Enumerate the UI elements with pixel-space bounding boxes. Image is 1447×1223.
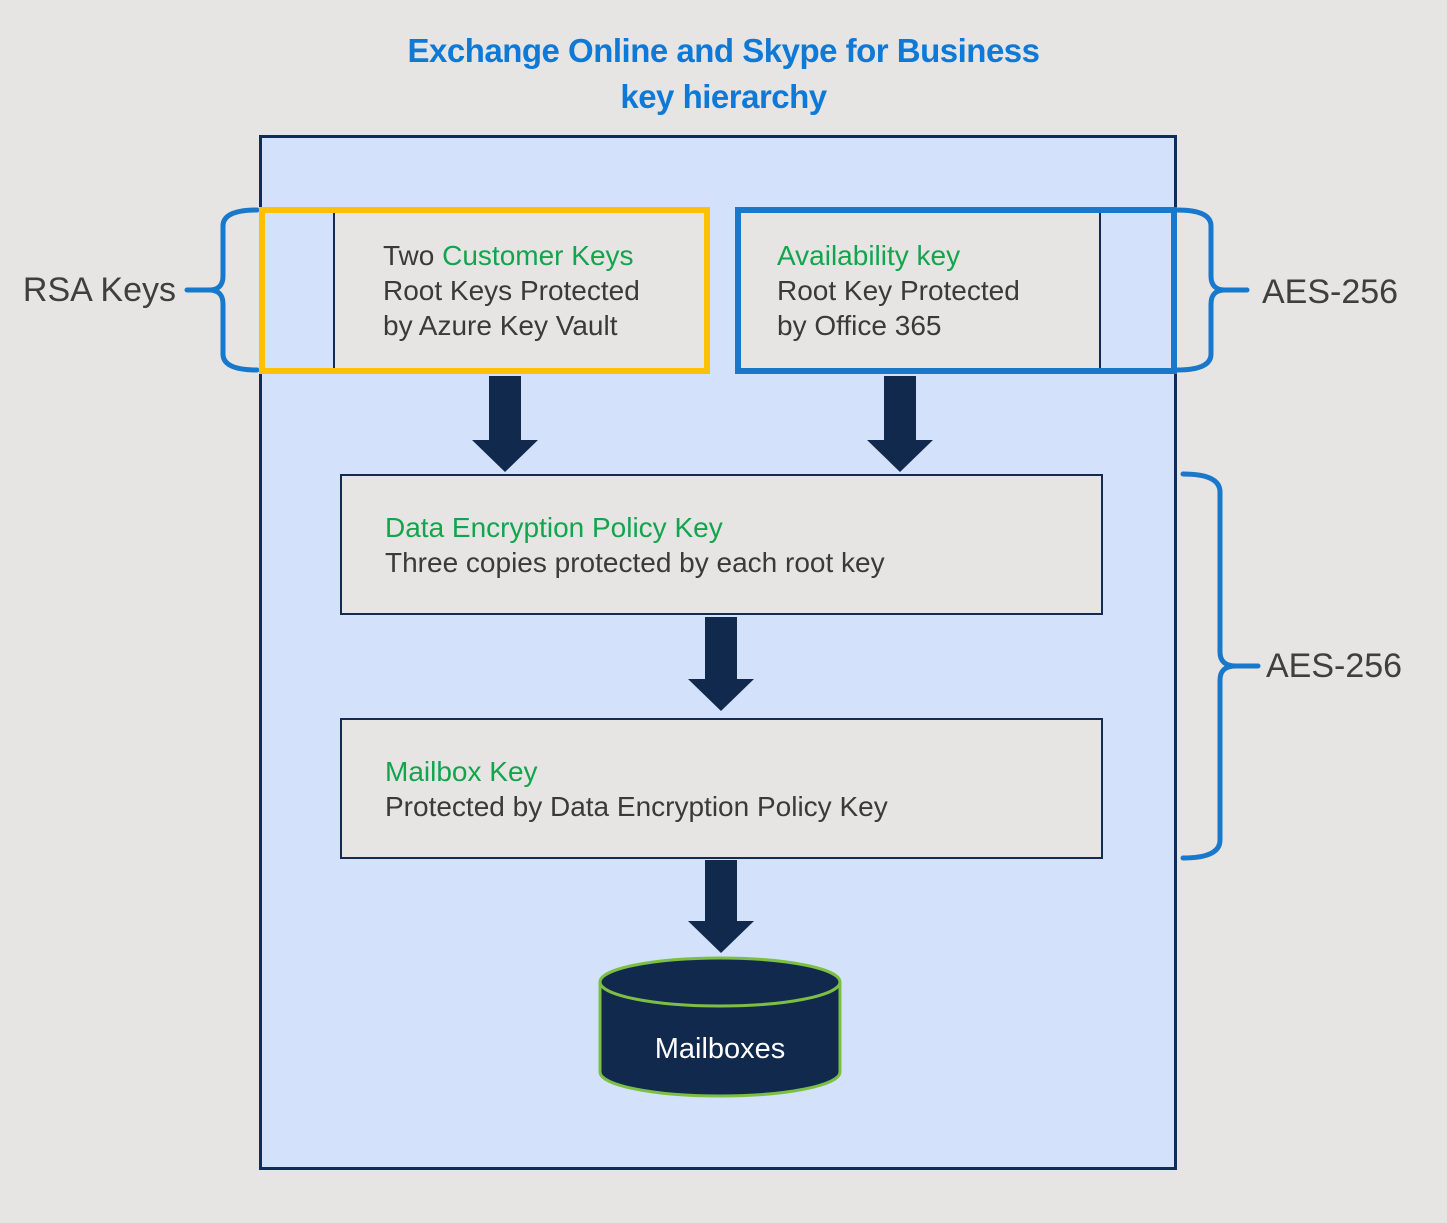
aes-top-brace: [1175, 207, 1250, 373]
availability-key-title: Availability key: [777, 240, 961, 271]
mailbox-key-title: Mailbox Key: [385, 755, 538, 787]
customer-keys-highlight-frame: [259, 207, 710, 374]
rsa-keys-brace: [184, 207, 259, 373]
dep-key-line2: Three copies protected by each root key: [385, 546, 885, 578]
customer-keys-arrow: [472, 376, 538, 472]
mailboxes-label: Mailboxes: [654, 1033, 786, 1065]
availability-key-line3: by Office 365: [777, 310, 942, 341]
aes-256-top-label: AES-256: [1262, 273, 1399, 311]
dep-key-title: Data Encryption Policy Key: [385, 511, 723, 543]
rsa-keys-label: RSA Keys: [22, 271, 176, 309]
customer-keys-title: Customer Keys: [442, 240, 634, 271]
aes-bottom-brace: [1180, 471, 1261, 861]
aes-256-bottom-label: AES-256: [1266, 647, 1403, 685]
availability-key-line2: Root Key Protected: [777, 275, 1020, 306]
customer-keys-box: Two Customer Keys Root Keys Protected by…: [333, 209, 710, 372]
page-title: Exchange Online and Skype for Business k…: [0, 28, 1447, 120]
mailboxes-database-icon: [598, 956, 842, 1098]
data-encryption-policy-key-box: Data Encryption Policy Key Three copies …: [340, 474, 1103, 615]
mailbox-key-box: Mailbox Key Protected by Data Encryption…: [340, 718, 1103, 859]
mailbox-to-mailboxes-arrow: [688, 860, 754, 953]
dep-to-mailbox-arrow: [688, 617, 754, 711]
customer-keys-title-line: Two Customer Keys: [383, 238, 708, 273]
availability-key-arrow: [867, 376, 933, 472]
availability-key-highlight-frame: [735, 207, 1177, 374]
mailbox-key-line2: Protected by Data Encryption Policy Key: [385, 790, 888, 822]
customer-keys-line2: Root Keys Protected: [383, 275, 640, 306]
page-title-line2: key hierarchy: [620, 78, 827, 115]
customer-keys-prefix: Two: [383, 240, 443, 271]
customer-keys-line3: by Azure Key Vault: [383, 310, 618, 341]
page-title-line1: Exchange Online and Skype for Business: [407, 32, 1040, 69]
